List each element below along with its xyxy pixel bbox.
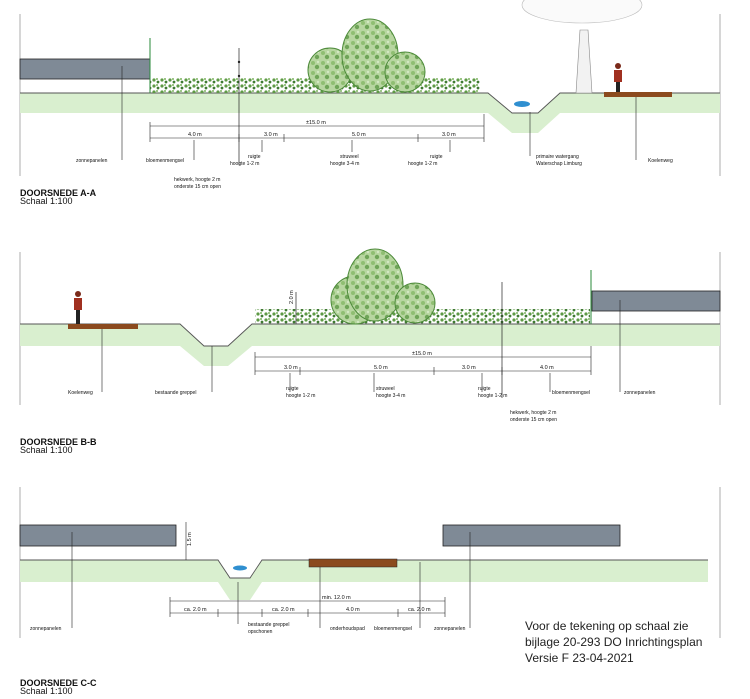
section-c xyxy=(19,487,721,638)
dim-c-total: min. 12.0 m xyxy=(322,595,351,601)
section-b-title: DOORSNEDE B-B xyxy=(20,437,97,447)
koelenweg-b xyxy=(68,324,138,329)
dim-a-d3: 5.0 m xyxy=(352,132,366,138)
section-c-title: DOORSNEDE C-C xyxy=(20,678,97,688)
note-line-2: bijlage 20-293 DO Inrichtingsplan xyxy=(525,635,703,649)
bush-b2 xyxy=(346,248,404,322)
label-a-koelenweg: Koelenweg xyxy=(648,158,673,164)
label-b-struweel2: hoogte 3-4 m xyxy=(376,393,405,399)
note-line-1: Voor de tekening op schaal zie xyxy=(525,619,689,633)
label-b-greppel: bestaande greppel xyxy=(155,390,196,396)
section-a xyxy=(19,0,721,176)
label-b-hekwerk2: onderste 15 cm open xyxy=(510,417,557,423)
label-a-struweel1: struweel xyxy=(340,154,359,160)
cyclist-icon-a xyxy=(614,63,622,92)
label-c-greppel2: opschonen xyxy=(248,629,273,635)
dim-a-d2: 3.0 m xyxy=(264,132,278,138)
label-a-watergang2: Waterschap Limburg xyxy=(536,161,582,167)
dim-a-d4: 3.0 m xyxy=(442,132,456,138)
label-a-ruigte-l2: hoogte 1-2 m xyxy=(230,161,259,167)
solar-panel-c-right xyxy=(442,524,621,547)
dim-b-d2: 5.0 m xyxy=(374,365,388,371)
solar-panel-b xyxy=(591,290,721,312)
dim-c-d4: ca. 2.0 m xyxy=(408,607,431,613)
section-c-scale: Schaal 1:100 xyxy=(20,686,73,696)
note-line-3: Versie F 23-04-2021 xyxy=(525,651,634,665)
dim-a-d1: 4.0 m xyxy=(188,132,202,138)
dim-b-d3: 3.0 m xyxy=(462,365,476,371)
water-c xyxy=(233,565,247,571)
scale-note: Voor de tekening op schaal zie bijlage 2… xyxy=(525,618,702,666)
section-b-scale: Schaal 1:100 xyxy=(20,445,73,455)
solar-panel-a xyxy=(19,58,151,80)
ground-b xyxy=(20,324,720,366)
label-a-watergang1: primaire watergang xyxy=(536,154,579,160)
water-a xyxy=(514,101,530,107)
ground-c xyxy=(20,560,708,600)
label-a-bloemenmengsel: bloemenmengsel xyxy=(146,158,184,164)
tree-crown-a xyxy=(521,0,643,24)
bush-b3 xyxy=(394,282,436,324)
dim-c-d2: ca. 2.0 m xyxy=(272,607,295,613)
dim-b-d4: 4.0 m xyxy=(540,365,554,371)
solar-panel-c-left xyxy=(19,524,177,547)
label-b-koelenweg: Koelenweg xyxy=(68,390,93,396)
section-a-title: DOORSNEDE A-A xyxy=(20,188,97,198)
label-b-hekwerk1: hekwerk, hoogte 2 m xyxy=(510,410,556,416)
label-a-hekwerk2: onderste 15 cm open xyxy=(174,184,221,190)
label-b-struweel1: struweel xyxy=(376,386,395,392)
label-b-ruigte-r2: hoogte 1-2 m xyxy=(478,393,507,399)
onderhoudspad-c xyxy=(308,558,398,568)
label-c-greppel1: bestaande greppel xyxy=(248,622,289,628)
label-c-bloemenmengsel: bloemenmengsel xyxy=(374,626,412,632)
koelenweg-a xyxy=(604,92,672,97)
bush-a3 xyxy=(384,51,426,93)
dim-b-total: ±15.0 m xyxy=(412,351,432,357)
dim-c-height: 1.5 m xyxy=(187,532,193,546)
label-b-ruigte-l2: hoogte 1-2 m xyxy=(286,393,315,399)
label-b-ruigte-l1: ruigte xyxy=(286,386,299,392)
section-a-scale: Schaal 1:100 xyxy=(20,196,73,206)
label-a-ruigte-r2: hoogte 1-2 m xyxy=(408,161,437,167)
dim-a-total: ±15.0 m xyxy=(306,120,326,126)
label-a-ruigte-r1: ruigte xyxy=(430,154,443,160)
label-a-struweel2: hoogte 3-4 m xyxy=(330,161,359,167)
label-c-zonnepanelen-left: zonnepanelen xyxy=(30,626,62,632)
ground-a xyxy=(20,93,720,133)
dim-b-height: 2.0 m xyxy=(289,290,295,304)
label-b-bloemenmengsel: bloemenmengsel xyxy=(552,390,590,396)
label-a-zonnepanelen: zonnepanelen xyxy=(76,158,108,164)
label-b-ruigte-r1: ruigte xyxy=(478,386,491,392)
label-c-zonnepanelen-right: zonnepanelen xyxy=(434,626,466,632)
cyclist-icon-b xyxy=(74,291,82,324)
dim-c-d3: 4.0 m xyxy=(346,607,360,613)
label-a-ruigte-l1: ruigte xyxy=(248,154,261,160)
section-b xyxy=(19,248,721,405)
dim-b-d1: 3.0 m xyxy=(284,365,298,371)
label-c-onderhoudspad: onderhoudspad xyxy=(330,626,365,632)
label-a-hekwerk1: hekwerk, hoogte 2 m xyxy=(174,177,220,183)
dim-c-d1: ca. 2.0 m xyxy=(184,607,207,613)
label-b-zonnepanelen: zonnepanelen xyxy=(624,390,656,396)
tree-trunk-a xyxy=(575,29,593,94)
